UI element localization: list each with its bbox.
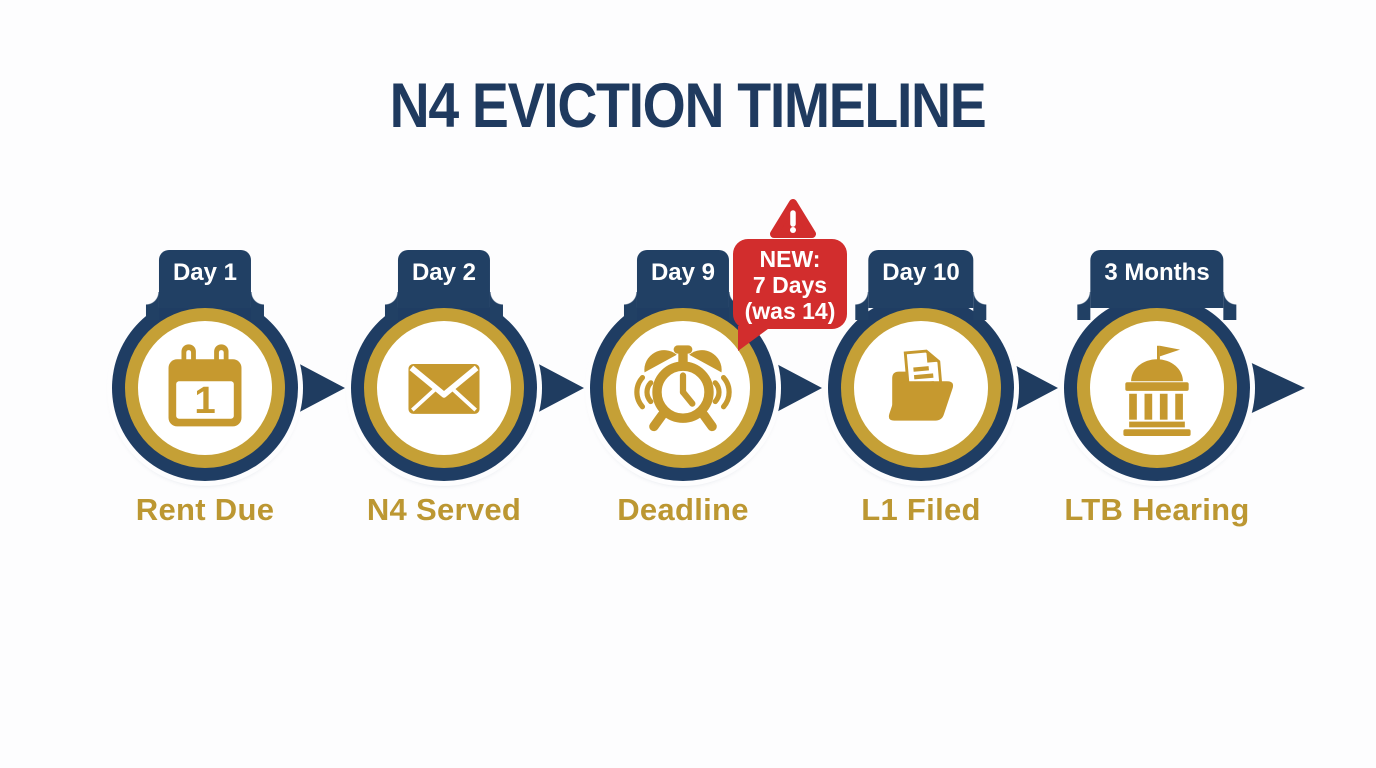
courthouse-icon [1123,345,1191,436]
timeline-step-ltb-hearing: 3 Months LTB Hearing [1064,250,1250,550]
timeline-step-rent-due: Day 1 1 Rent Due [112,250,298,550]
warning-triangle-icon [770,199,816,238]
day-badge-label: Day 2 [411,259,477,286]
day-badge: Day 9 [623,250,743,320]
callout-line: NEW: [759,246,821,272]
folder-document-icon [888,349,954,421]
page-title: N4 EVICTION TIMELINE [390,71,987,141]
calendar-icon: 1 [168,344,242,427]
step-label: N4 Served [366,492,522,527]
step-label: Rent Due [135,492,275,527]
alarm-clock-icon [634,345,732,432]
envelope-icon [408,364,480,414]
callout-line: 7 Days [752,272,828,298]
day-badge-label: Day 10 [882,259,960,286]
day-badge: Day 10 [855,250,988,320]
step-label: Deadline [617,492,749,527]
svg-text:1: 1 [194,379,215,422]
day-badge: Day 1 [145,250,265,320]
timeline-step-l1-filed: Day 10 L1 Filed [828,250,1014,550]
timeline-step-n4-served: Day 2 N4 Served [351,250,537,550]
step-circle [351,295,537,481]
day-badge: Day 2 [384,250,504,320]
step-circle [590,295,776,481]
day-badge-label: Day 1 [172,259,238,286]
callout-tail [738,326,772,351]
timeline-step-deadline: Day 9 Deadl [590,250,776,550]
day-badge-label: 3 Months [1104,259,1210,286]
day-badge-label: Day 9 [650,259,716,286]
step-circle [1064,295,1250,481]
step-circle [828,295,1014,481]
step-label: L1 Filed [861,492,981,527]
rule-change-callout: NEW: 7 Days (was 14) [733,239,847,351]
day-badge: 3 Months [1077,250,1238,320]
step-label: LTB Hearing [1064,492,1250,527]
callout-line: (was 14) [744,298,836,324]
step-circle: 1 [112,295,298,481]
